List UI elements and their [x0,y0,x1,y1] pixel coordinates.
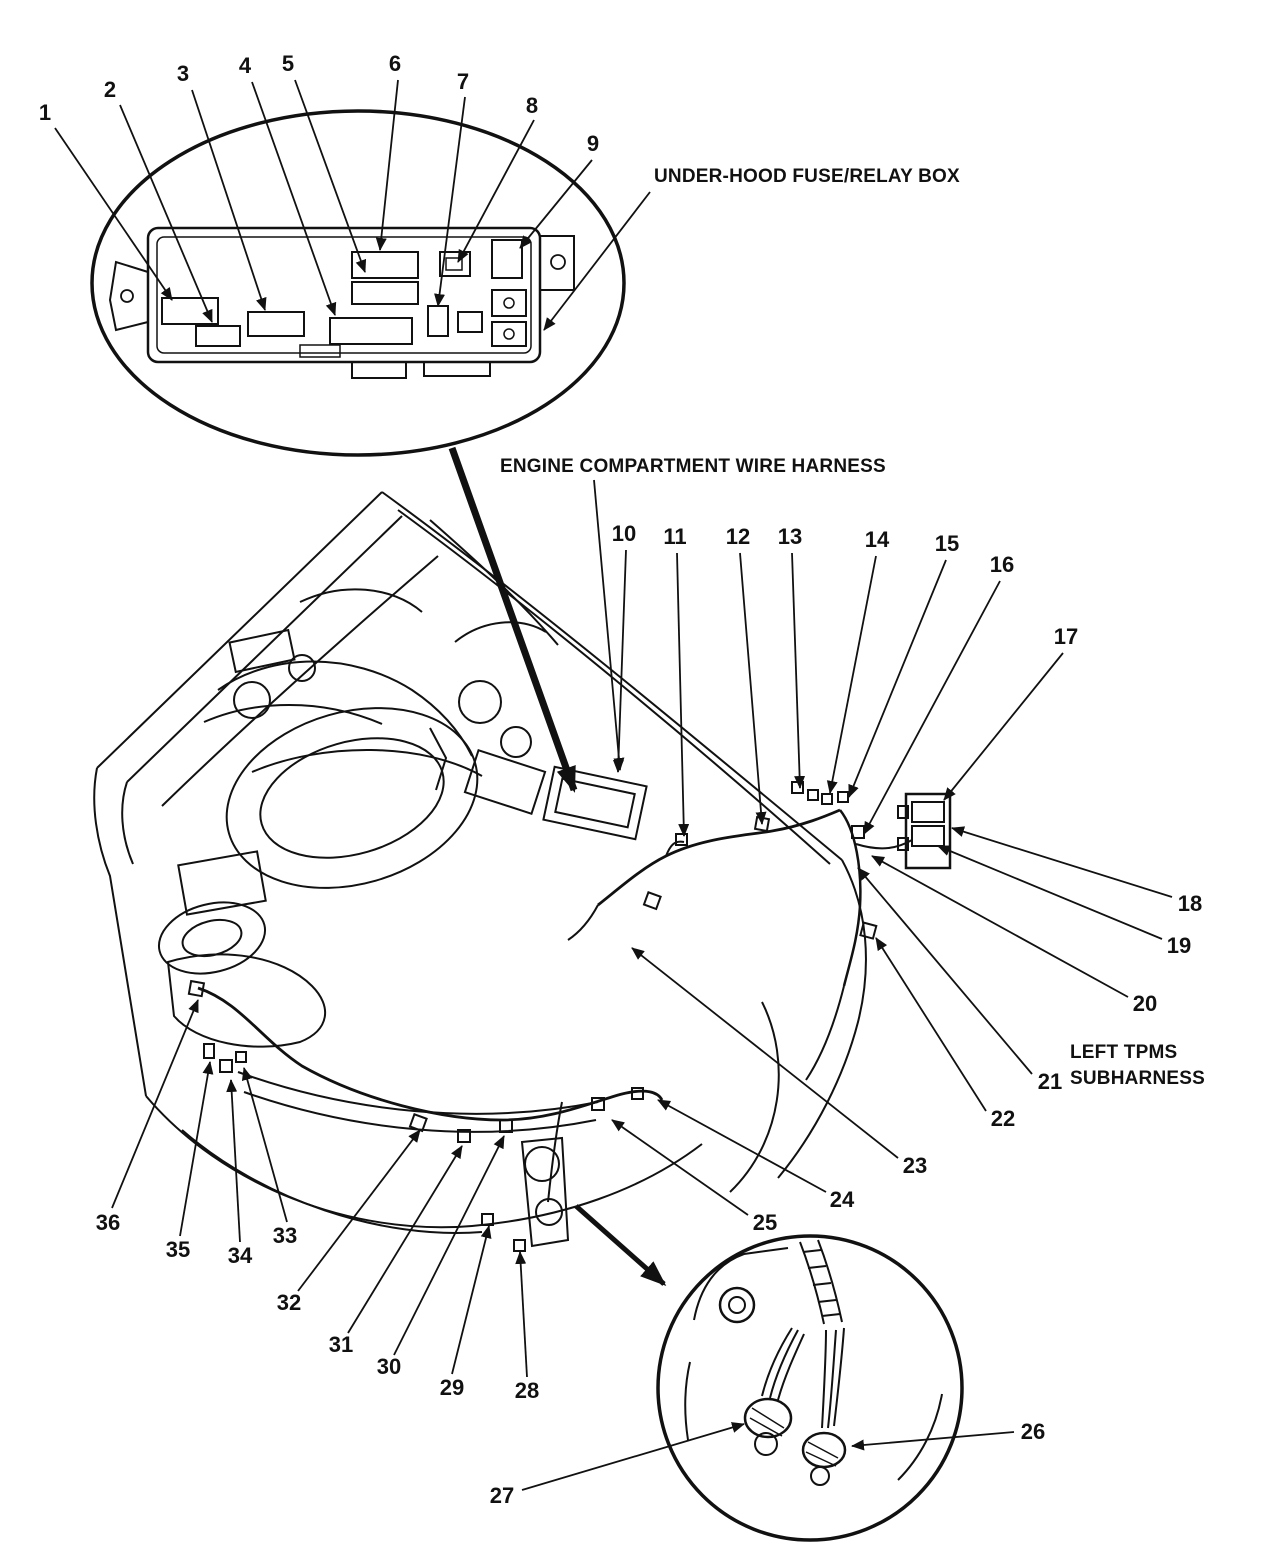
callout-29: 29 [439,1375,465,1400]
callout-11: 11 [663,524,687,549]
callout-28: 28 [514,1378,540,1403]
callout-33: 33 [272,1223,298,1248]
callout-24: 24 [829,1187,855,1212]
callout-27: 27 [489,1483,515,1508]
callout-10: 10 [611,521,637,546]
callout-22: 22 [990,1106,1016,1131]
callout-15: 15 [934,531,960,556]
callout-26: 26 [1020,1419,1046,1444]
callout-13: 13 [777,524,803,549]
callout-17: 17 [1053,624,1079,649]
callout-4: 4 [238,53,252,78]
callout-9: 9 [586,131,600,156]
fusebox-inset [90,109,626,457]
leader-lines [54,79,1173,1491]
harness-detail-inset [656,1234,964,1542]
callout-6: 6 [388,51,402,76]
callout-19: 19 [1166,933,1192,958]
callout-23: 23 [902,1153,928,1178]
callout-34: 34 [227,1243,253,1268]
engine-compartment-wire-harness-label: ENGINE COMPARTMENT WIRE HARNESS [500,456,886,477]
callout-5: 5 [281,51,295,76]
callout-25: 25 [752,1210,778,1235]
engine-compartment [93,491,867,1234]
callout-3: 3 [176,61,190,86]
callout-7: 7 [456,69,470,94]
left-tpms-subharness-label: LEFT TPMS SUBHARNESS [1070,1040,1205,1091]
callout-31: 31 [328,1332,354,1357]
callout-14: 14 [864,527,890,552]
callout-16: 16 [989,552,1015,577]
pointer-arrows [448,446,667,1286]
callout-18: 18 [1177,891,1203,916]
callout-30: 30 [376,1354,402,1379]
callout-21: 21 [1037,1069,1063,1094]
under-hood-fuse-relay-box-label: UNDER-HOOD FUSE/RELAY BOX [654,166,960,187]
callout-32: 32 [276,1290,302,1315]
callout-20: 20 [1132,991,1158,1016]
callout-8: 8 [525,93,539,118]
left-tpms-line2: SUBHARNESS [1070,1067,1206,1089]
left-tpms-line1: LEFT TPMS [1070,1042,1178,1063]
callout-2: 2 [103,77,117,102]
callout-36: 36 [95,1210,121,1235]
callout-1: 1 [38,100,52,125]
wire-harness [187,781,952,1252]
callout-35: 35 [165,1237,191,1262]
callout-12: 12 [725,524,751,549]
